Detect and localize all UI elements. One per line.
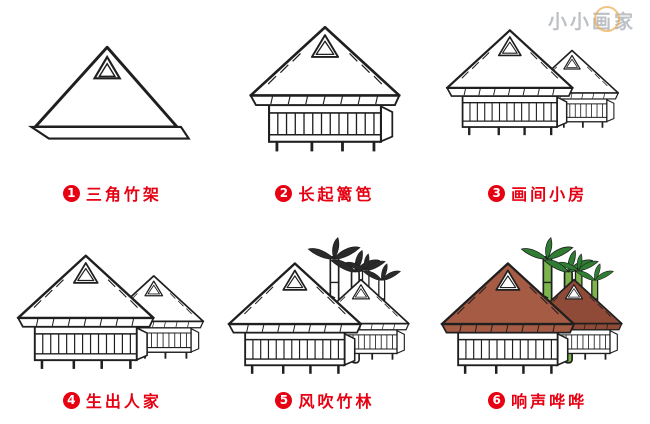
- two-huts-drawing-svg: [445, 28, 619, 136]
- step-4-label: 生出人家: [85, 394, 162, 411]
- roof-base-strip: [28, 125, 192, 140]
- step-3-caption: 3 画间小房: [488, 181, 587, 205]
- main-hut: [440, 262, 575, 376]
- step-6-caption: 6 响声哗哗: [488, 388, 587, 412]
- step-2-panel: 2 长起篱笆: [219, 8, 432, 215]
- step-5-panel: 5 风吹竹林: [219, 215, 432, 422]
- watermark-text: 小小画家: [547, 12, 636, 33]
- step-1-caption: 1 三角竹架: [62, 181, 162, 205]
- main-hut: [227, 262, 363, 376]
- step-6-drawing: [435, 217, 640, 386]
- step-3-drawing: [435, 10, 640, 179]
- step-3-label: 画间小房: [511, 187, 588, 204]
- triangle-frame-drawing-svg: [28, 45, 192, 140]
- watermark: 小小画家: [547, 6, 636, 34]
- step-4-caption: 4 生出人家: [62, 388, 162, 412]
- step-2-caption: 2 长起篱笆: [275, 181, 374, 205]
- step-2-number-badge: 2: [275, 184, 293, 202]
- single-hut-drawing-svg: [249, 25, 401, 153]
- step-4-drawing: [10, 217, 215, 386]
- colored-huts-drawing-svg: [440, 236, 623, 376]
- step-4-number-badge: 4: [62, 391, 80, 409]
- step-6-number-badge: 6: [488, 391, 506, 409]
- step-1-drawing: [10, 10, 215, 179]
- step-1-panel: 1 三角竹架: [6, 8, 219, 215]
- two-huts-drawing-svg: [17, 254, 205, 371]
- step-1-number-badge: 1: [62, 184, 80, 202]
- main-hut: [445, 28, 574, 136]
- step-2-label: 长起篱笆: [298, 187, 375, 204]
- step-5-number-badge: 5: [275, 391, 293, 409]
- step-1-label: 三角竹架: [85, 187, 162, 204]
- step-3-number-badge: 3: [488, 184, 506, 202]
- main-hut: [17, 254, 156, 371]
- step-6-label: 响声哗哗: [511, 394, 588, 411]
- main-hut: [249, 25, 401, 153]
- step-5-label: 风吹竹林: [298, 394, 375, 411]
- step-3-panel: 3 画间小房: [431, 8, 644, 215]
- huts-with-bamboo-drawing-svg: [227, 236, 410, 376]
- step-5-caption: 5 风吹竹林: [275, 388, 374, 412]
- step-4-panel: 4 生出人家: [6, 215, 219, 422]
- vent-window-inner: [98, 62, 117, 77]
- step-2-drawing: [223, 10, 428, 179]
- step-5-drawing: [223, 217, 428, 386]
- step-6-panel: 6 响声哗哗: [431, 215, 644, 422]
